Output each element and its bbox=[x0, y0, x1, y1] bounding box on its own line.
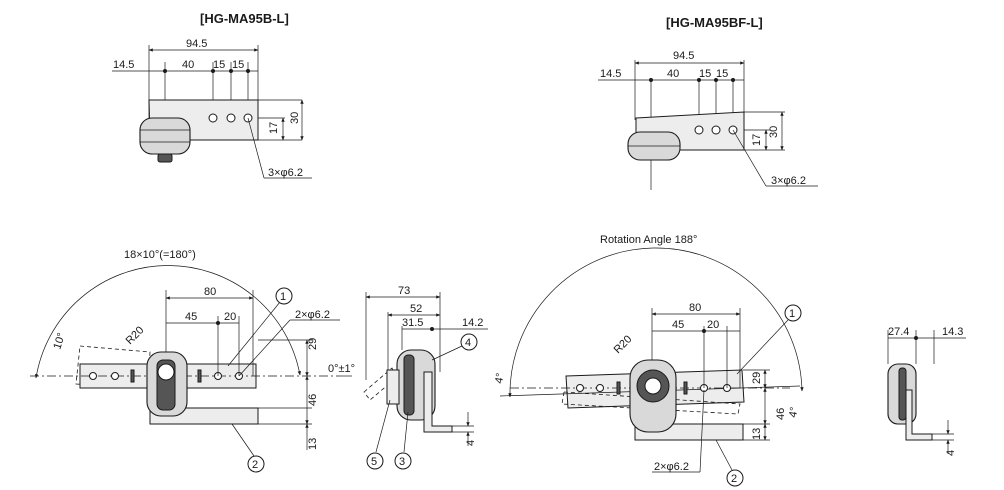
bubble-3: 3 bbox=[399, 456, 405, 468]
dim-17: 17 bbox=[268, 122, 280, 134]
dim-14-3: 14.3 bbox=[942, 326, 963, 338]
bubble-4: 4 bbox=[465, 337, 471, 349]
dim-94-5: 94.5 bbox=[186, 38, 207, 50]
holes-front-left: 2×φ6.2 bbox=[295, 309, 330, 321]
holes-label-r: 3×φ6.2 bbox=[771, 175, 806, 187]
bubble-2-left: 2 bbox=[252, 459, 258, 471]
dim-4-left: 4 bbox=[465, 440, 477, 446]
dim-45-r: 45 bbox=[672, 319, 684, 331]
dim-73: 73 bbox=[398, 285, 410, 297]
title-left: [HG-MA95B-L] bbox=[200, 11, 289, 26]
dim-17-r: 17 bbox=[751, 134, 763, 146]
top-right-view: 94.5 14.5 40 15 15 17 30 3×φ6.2 bbox=[598, 50, 818, 190]
holes-label: 3×φ6.2 bbox=[268, 167, 303, 179]
radius-r20: R20 bbox=[124, 324, 147, 347]
dim-14-5: 14.5 bbox=[113, 59, 134, 71]
dim-52: 52 bbox=[410, 303, 422, 315]
dim-29-r: 29 bbox=[751, 372, 763, 384]
dim-80: 80 bbox=[204, 286, 216, 298]
dim-46: 46 bbox=[307, 394, 319, 406]
side-right-view: 27.4 14.3 4 bbox=[887, 326, 966, 456]
angle-4-left: 4° bbox=[493, 372, 507, 384]
top-left-view: 94.5 14.5 40 15 15 17 30 3×φ6.2 bbox=[112, 38, 312, 179]
dim-14-2: 14.2 bbox=[462, 317, 483, 329]
dim-15-a-r: 15 bbox=[699, 68, 711, 80]
dim-45: 45 bbox=[185, 311, 197, 323]
arc-label: 18×10°(=180°) bbox=[124, 249, 196, 261]
side-left-view: 73 52 31.5 14.2 4 4 5 3 bbox=[363, 285, 488, 470]
angle-4-right: 4° bbox=[787, 406, 801, 418]
dim-20-r: 20 bbox=[707, 319, 719, 331]
bubble-1-right: 1 bbox=[789, 308, 795, 320]
dim-14-5-r: 14.5 bbox=[600, 68, 621, 80]
dim-31-5: 31.5 bbox=[402, 317, 423, 329]
dim-40-r: 40 bbox=[667, 68, 679, 80]
dim-30-r: 30 bbox=[768, 126, 780, 138]
dim-46-r: 46 bbox=[775, 408, 787, 420]
dim-13-r: 13 bbox=[751, 428, 763, 440]
dim-20: 20 bbox=[224, 311, 236, 323]
dim-15-b: 15 bbox=[232, 59, 244, 71]
bubble-2-right: 2 bbox=[731, 473, 737, 485]
dim-15-a: 15 bbox=[213, 59, 225, 71]
dim-30: 30 bbox=[289, 112, 301, 124]
dim-29: 29 bbox=[307, 338, 319, 350]
dim-27-4: 27.4 bbox=[888, 326, 909, 338]
dim-15-b-r: 15 bbox=[716, 68, 728, 80]
dim-94-5-r: 94.5 bbox=[673, 50, 694, 62]
angle-10: 10° bbox=[51, 331, 68, 351]
dim-13: 13 bbox=[307, 438, 319, 450]
bubble-1-left: 1 bbox=[280, 291, 286, 303]
front-right-view: Rotation Angle 188° 4° 4° 80 45 20 R20 bbox=[493, 234, 804, 487]
dim-4-right: 4 bbox=[945, 450, 957, 456]
dim-40: 40 bbox=[182, 59, 194, 71]
bubble-5: 5 bbox=[371, 456, 377, 468]
holes-front-right: 2×φ6.2 bbox=[654, 461, 689, 473]
angle-zero: 0°±1° bbox=[328, 363, 355, 375]
rotation-label: Rotation Angle 188° bbox=[600, 234, 697, 246]
dim-80-r: 80 bbox=[689, 302, 701, 314]
front-left-view: 18×10°(=180°) 10° 80 45 20 R20 bbox=[30, 249, 355, 473]
title-right: [HG-MA95BF-L] bbox=[666, 15, 763, 30]
radius-r20-r: R20 bbox=[612, 333, 635, 356]
